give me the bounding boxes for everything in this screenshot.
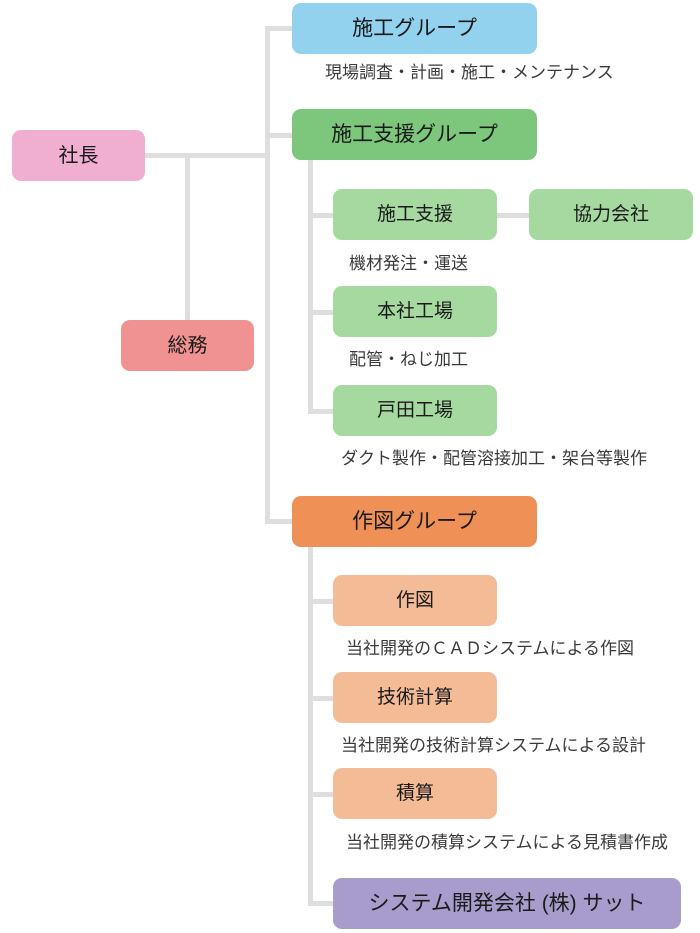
connector-main-trunk bbox=[265, 26, 270, 523]
connector-stub-support-group bbox=[265, 133, 295, 138]
node-president[interactable]: 社長 bbox=[12, 130, 145, 181]
caption-construction-group: 現場調査・計画・施工・メンテナンス bbox=[325, 63, 614, 82]
connector-president-horizontal bbox=[143, 153, 270, 158]
node-head-office-factory[interactable]: 本社工場 bbox=[333, 286, 497, 337]
connector-stub-toda-factory bbox=[308, 409, 336, 414]
caption-head-office-factory: 配管・ねじ加工 bbox=[349, 350, 468, 369]
node-support-group[interactable]: 施工支援グループ bbox=[292, 109, 537, 160]
connector-support-subtrunk bbox=[308, 158, 313, 413]
connector-drafting-subtrunk bbox=[308, 545, 313, 905]
connector-general-affairs-vertical bbox=[185, 153, 190, 323]
caption-construction-support: 機材発注・運送 bbox=[349, 254, 468, 273]
caption-toda-factory: ダクト製作・配管溶接加工・架台等製作 bbox=[341, 449, 647, 468]
caption-estimation: 当社開発の積算システムによる見積書作成 bbox=[346, 833, 668, 852]
connector-stub-system-company bbox=[308, 901, 336, 906]
connector-support-to-partner bbox=[494, 213, 532, 218]
connector-stub-construction-group bbox=[265, 26, 295, 31]
node-drafting-group[interactable]: 作図グループ bbox=[292, 496, 537, 547]
node-partner-company[interactable]: 協力会社 bbox=[529, 189, 693, 240]
connector-stub-technical-calculation bbox=[308, 696, 336, 701]
node-toda-factory[interactable]: 戸田工場 bbox=[333, 385, 497, 436]
node-estimation[interactable]: 積算 bbox=[333, 768, 497, 819]
caption-drafting: 当社開発のＣＡＤシステムによる作図 bbox=[346, 639, 634, 658]
connector-stub-construction-support bbox=[308, 213, 336, 218]
caption-technical-calculation: 当社開発の技術計算システムによる設計 bbox=[341, 736, 646, 755]
node-drafting[interactable]: 作図 bbox=[333, 575, 497, 626]
node-technical-calculation[interactable]: 技術計算 bbox=[333, 672, 497, 723]
connector-stub-estimation bbox=[308, 792, 336, 797]
node-construction-support[interactable]: 施工支援 bbox=[333, 189, 497, 240]
node-general-affairs[interactable]: 総務 bbox=[121, 320, 254, 371]
node-construction-group[interactable]: 施工グループ bbox=[292, 3, 537, 54]
connector-stub-drafting bbox=[308, 599, 336, 604]
connector-stub-drafting-group bbox=[265, 519, 295, 524]
connector-stub-head-office-factory bbox=[308, 310, 336, 315]
node-system-company[interactable]: システム開発会社 (株) サット bbox=[333, 878, 681, 929]
